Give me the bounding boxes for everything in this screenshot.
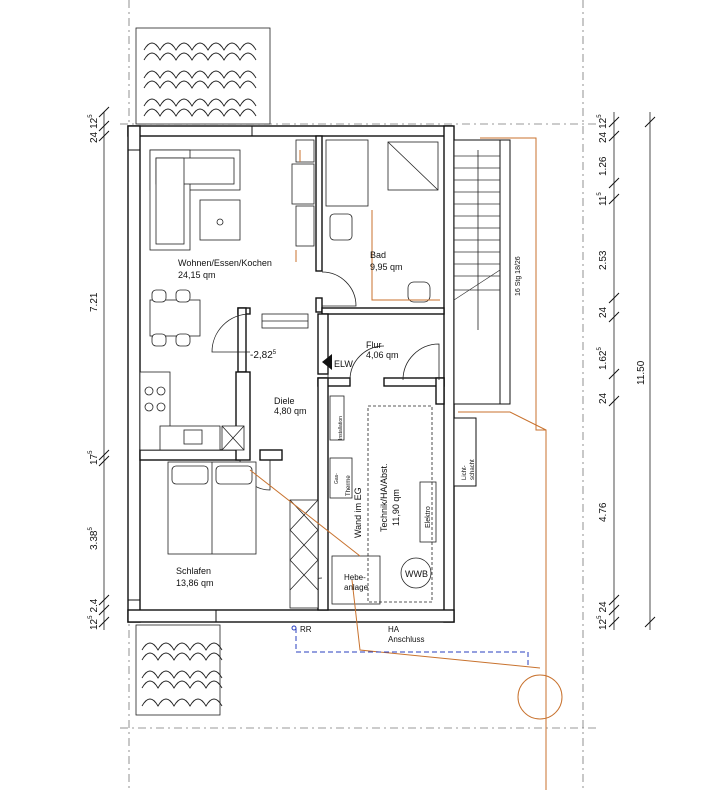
dim-right-6: 1.625 [597,347,609,370]
dim-left-2: 7.21 [89,292,100,312]
stairs-label: 16 Stg 18/26 [515,256,522,296]
elektro-label: Elektro [425,506,432,528]
install-label: Installation [338,416,344,440]
rr-icon [291,625,297,631]
technik-fixtures [329,395,437,605]
technik-area: 11,90 qm [391,489,401,526]
gas-label: Gas- [334,473,340,484]
rr-label: RR [300,625,312,634]
schlafen-label: Schlafen [176,566,211,576]
dim-right-9: 12524 [597,601,609,630]
dim-right-3: 115 [597,192,609,206]
technik-label: Technik/HA/Abst. [379,463,389,532]
hebe-label: Hebe- [344,573,366,582]
dim-left-4: 3.385 [88,527,100,550]
light-shaft [453,417,477,487]
dim-right-4: 2.53 [598,250,609,270]
wohnen-area: 24,15 qm [178,270,216,280]
elw-arrow [322,354,332,370]
paving-bottom [135,624,223,716]
flur-label: Flur [366,340,382,350]
wand-label: Wand im EG [353,487,363,538]
dimension-chain-right [608,112,656,630]
bad-area: 9,95 qm [370,262,403,272]
dimension-chain-left [98,106,110,630]
dim-left-5: 1252.4 [88,598,100,630]
diele-label: Diele [274,396,295,406]
wwb-label: WWB [405,569,428,579]
dim-right-2: 1.26 [598,156,609,176]
service-lines [249,137,563,790]
furniture-living [149,139,315,347]
ha-label: HA [388,625,400,634]
elw-label: ELW [334,359,353,369]
dim-right-8: 4.76 [598,502,609,522]
flur-area: 4,06 qm [366,350,399,360]
dim-left-3: 175 [88,450,100,465]
kitchen-counter [139,371,245,451]
dim-right-7: 24 [598,392,609,404]
level-label: -2,825 [250,350,277,361]
dim-right-1: 24125 [597,114,609,143]
paving-top [135,27,271,125]
interior-walls [139,135,445,611]
bathroom-fixtures [261,139,439,329]
hebe-label-2: anlage [344,583,369,592]
dim-total: 11.50 [636,360,647,385]
dim-left-1: 24125 [88,114,100,143]
bad-label: Bad [370,250,386,260]
bed [167,461,257,555]
licht-label-2: schacht [470,459,476,480]
wardrobe [289,499,319,609]
therme-label: Therme [346,475,352,496]
wohnen-label: Wohnen/Essen/Kochen [178,258,272,268]
diele-area: 4,80 qm [274,406,307,416]
dim-right-5: 24 [598,306,609,318]
anschluss-label: Anschluss [388,635,424,644]
licht-label: Licht- [462,465,468,480]
schlafen-area: 13,86 qm [176,578,214,588]
staircase [453,139,511,405]
